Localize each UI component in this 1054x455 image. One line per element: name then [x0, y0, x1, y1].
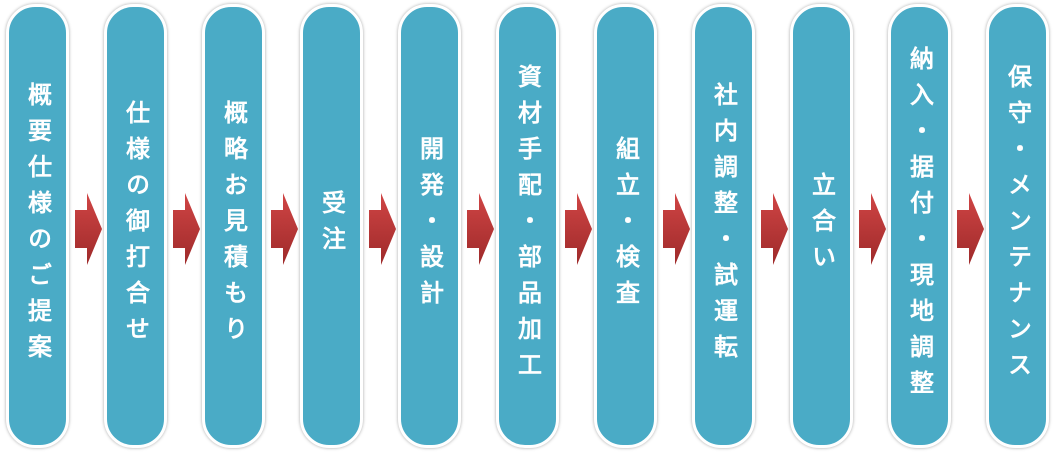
process-step-label: 資材手配・部品加工: [513, 64, 542, 388]
process-step-label: 概略お見積もり: [219, 100, 248, 352]
process-step: 概略お見積もり: [202, 4, 265, 448]
arrow-right-icon: [761, 193, 788, 265]
process-step-label: 社内調整・試運転: [709, 82, 738, 370]
process-step: 開発・設計: [398, 4, 461, 448]
process-step-label: 納入・据付・現地調整: [905, 46, 934, 406]
process-step: 資材手配・部品加工: [496, 4, 559, 448]
process-step-label: 受注: [317, 190, 346, 262]
process-step: 仕様の御打合せ: [104, 4, 167, 448]
arrow-right-icon: [75, 193, 102, 265]
arrow-right-icon: [271, 193, 298, 265]
process-step: 納入・据付・現地調整: [888, 4, 951, 448]
arrow-right-icon: [369, 193, 396, 265]
arrow-right-icon: [467, 193, 494, 265]
process-step: 受注: [300, 4, 363, 448]
arrow-right-icon: [859, 193, 886, 265]
process-step: 社内調整・試運転: [692, 4, 755, 448]
process-step-label: 仕様の御打合せ: [121, 100, 150, 352]
process-step-label: 保守・メンテナンス: [1003, 64, 1032, 388]
process-step: 立合い: [790, 4, 853, 448]
arrow-right-icon: [173, 193, 200, 265]
arrow-right-icon: [565, 193, 592, 265]
process-step-label: 組立・検査: [611, 136, 640, 316]
process-step-label: 立合い: [807, 172, 836, 280]
process-step: 保守・メンテナンス: [986, 4, 1049, 448]
arrow-right-icon: [957, 193, 984, 265]
process-step: 組立・検査: [594, 4, 657, 448]
process-step-label: 概要仕様のご提案: [23, 82, 52, 370]
arrow-right-icon: [663, 193, 690, 265]
process-step-label: 開発・設計: [415, 136, 444, 316]
process-step: 概要仕様のご提案: [6, 4, 69, 448]
